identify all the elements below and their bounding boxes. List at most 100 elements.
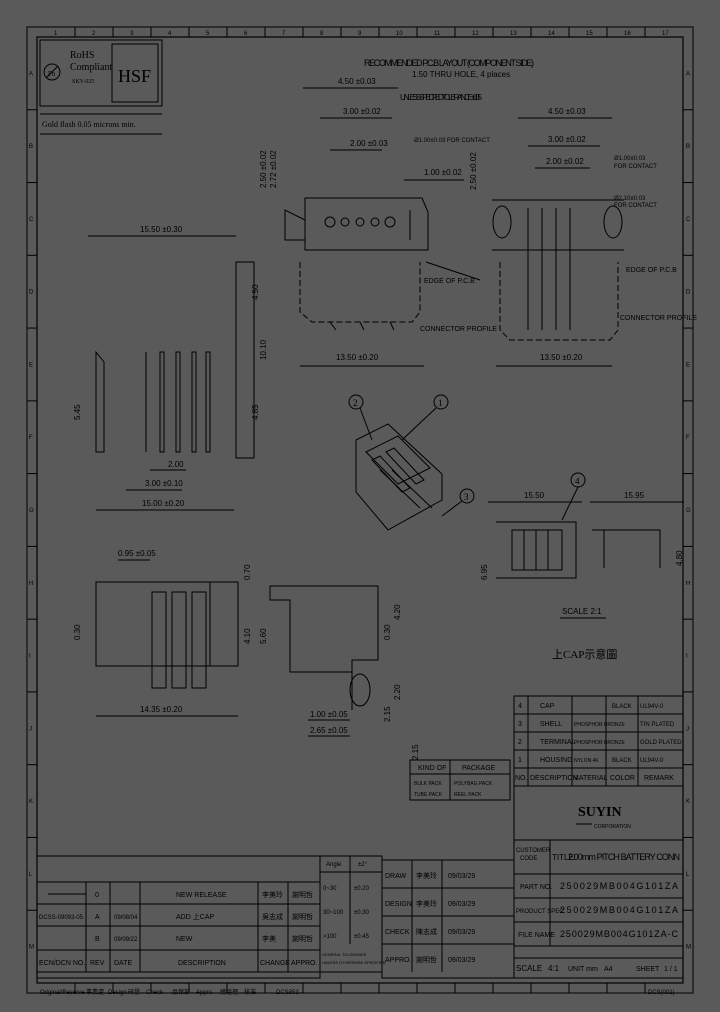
- package-table: KIND OF PACKAGE BULK PACK POLYBAG PACK T…: [409, 759, 511, 801]
- rohs-code: SKY-025: [72, 79, 94, 85]
- column-label: 2: [92, 31, 96, 37]
- row-label: G: [29, 508, 34, 514]
- revision-rev: 0: [95, 892, 99, 899]
- row-label: L: [686, 872, 690, 878]
- bom-remark: TIN PLATED: [640, 722, 675, 728]
- product-spec-value: 250029MB004G101ZA: [560, 905, 678, 915]
- title-block: CUSTOMER CODE TITLE: 2.00mm PITCH BATTER…: [513, 839, 684, 979]
- tolerance-note-1: GENERAL TOLERANCE: [322, 952, 367, 957]
- row-label: A: [686, 71, 690, 77]
- cap-scale: SCALE 2:1: [562, 607, 602, 616]
- tolerance-range: 0~30: [323, 886, 337, 892]
- tolerance-note-2: UNLESS OTHERWISE SPECIFIED: [322, 960, 386, 965]
- cap-width: 15.50: [524, 491, 545, 500]
- bom-material: PHOSPHOR BRONZE: [574, 722, 626, 728]
- sheet-value: 1 / 1: [664, 966, 678, 973]
- file-name-label: FILE NAME: [518, 932, 555, 939]
- title-label: TITLE:: [552, 853, 576, 862]
- dim-r-2-50: 2.50 ±0.02: [469, 152, 478, 190]
- pin-label-r3: Ø2.10±0.03: [614, 196, 646, 202]
- approval-role: APPRO.: [385, 957, 412, 964]
- compliance-box: Pb RoHS Compliant SKY-025 HSF Gold flash…: [39, 39, 163, 135]
- product-spec-label: PRODUCT SPEC.: [516, 909, 566, 915]
- column-label: 16: [624, 31, 631, 37]
- approval-name: 陳志成: [416, 927, 437, 936]
- row-label: E: [29, 362, 33, 368]
- dim-0-30-sec: 0.30: [383, 624, 392, 640]
- bom-remark: GOLD PLATED: [640, 740, 682, 746]
- callout-2: 2: [353, 398, 358, 408]
- dim-r-13-50: 13.50 ±0.20: [540, 353, 583, 362]
- callout-1: 1: [438, 398, 443, 408]
- revision-description: NEW: [176, 936, 193, 943]
- tolerance-range: >100: [323, 934, 337, 940]
- footer-dept: 事業處: [86, 988, 104, 996]
- dim-2-65-sec: 2.65 ±0.05: [310, 726, 348, 735]
- package-cell: TUBE PACK: [414, 792, 443, 798]
- row-label: A: [29, 71, 33, 77]
- pin-label: Ø1.00±0.03 FOR CONTACT: [414, 138, 490, 144]
- row-label: J: [686, 726, 689, 732]
- rev-header-date: DATE: [114, 960, 132, 967]
- recycle-symbol: Pb: [48, 70, 56, 78]
- revision-description: ADD 上CAP: [176, 912, 214, 921]
- row-label: M: [686, 945, 691, 951]
- pin-label-r1: Ø1.00±0.03: [614, 156, 646, 162]
- cap-h1: 6.95: [480, 564, 489, 580]
- row-label: K: [686, 799, 690, 805]
- package-header-kind: KIND OF: [418, 765, 446, 772]
- row-label: I: [686, 654, 688, 660]
- dim-2-00: 2.00 ±0.03: [350, 139, 388, 148]
- package-header-pack: PACKAGE: [462, 765, 496, 772]
- column-label: 7: [282, 31, 286, 37]
- row-label: F: [29, 435, 33, 441]
- revision-approval: 謝明哲: [292, 890, 313, 899]
- approval-date: 09/03/29: [448, 957, 475, 964]
- revision-rev: A: [95, 914, 100, 921]
- revision-ecn: DCSS-09093-05: [39, 915, 84, 921]
- row-label: D: [29, 290, 34, 296]
- bom-header-color: COLOR: [610, 775, 635, 782]
- customer-code: CODE: [520, 856, 537, 862]
- dim-pitch: 1.00 ±0.02: [424, 168, 462, 177]
- dim-4-10: 4.10: [243, 628, 252, 644]
- cap-h2: 4.80: [675, 550, 684, 566]
- column-label: 17: [662, 31, 669, 37]
- dim-2-50: 2.50 ±0.02: [259, 150, 268, 188]
- bom-no: 3: [518, 721, 522, 728]
- dim-4-50-side: 4.50: [251, 284, 260, 300]
- dim-13-50: 13.50 ±0.20: [336, 353, 379, 362]
- footer: Original/Reserve 事業處 Design 研發 Check 品保部…: [37, 982, 683, 996]
- section-view: 0.30 4.20 2.20 2.15 2.15 1.00 ±0.05 2.65…: [269, 585, 420, 760]
- tolerance-value: ±0.20: [354, 886, 370, 892]
- cap-callout: 4: [575, 476, 580, 486]
- tolerance-range: 30~100: [323, 910, 344, 916]
- bom-header-desc: DESCRIPTION: [530, 775, 578, 782]
- scale-value: 4:1: [548, 964, 560, 973]
- dim-4-20: 4.20: [393, 604, 402, 620]
- revision-change: 吳志成: [262, 912, 283, 921]
- company-sub: CORPORATION: [594, 824, 631, 830]
- dim-2-20: 2.20: [393, 684, 402, 700]
- column-label: 3: [130, 31, 134, 37]
- rev-header-ecn: ECN/DCN NO.: [39, 960, 85, 967]
- edge-of-pcb-label-r: EDGE OF P.C.B: [626, 267, 677, 274]
- column-label: 8: [320, 31, 324, 37]
- scale-label: SCALE: [516, 964, 542, 973]
- dim-2-15-b: 2.15: [411, 744, 420, 760]
- dim-15-00-side: 15.00 ±0.20: [142, 499, 185, 508]
- cap-right: 15.95: [624, 491, 645, 500]
- revision-date: 09/08/04: [114, 915, 138, 921]
- row-label: D: [686, 290, 691, 296]
- row-label: L: [29, 872, 33, 878]
- side-view: 15.50 ±0.30 4.50 10.10 4.85 5.45 2.00 3.…: [73, 225, 268, 511]
- pin-label-r2: FOR CONTACT: [614, 164, 657, 170]
- row-label: I: [29, 654, 31, 660]
- approval-role: DESIGN: [385, 901, 412, 908]
- bom-header-no: NO.: [515, 775, 528, 782]
- row-label: J: [29, 726, 32, 732]
- approval-date: 09/03/29: [448, 929, 475, 936]
- dim-0-95: 0.95 ±0.05: [118, 549, 156, 558]
